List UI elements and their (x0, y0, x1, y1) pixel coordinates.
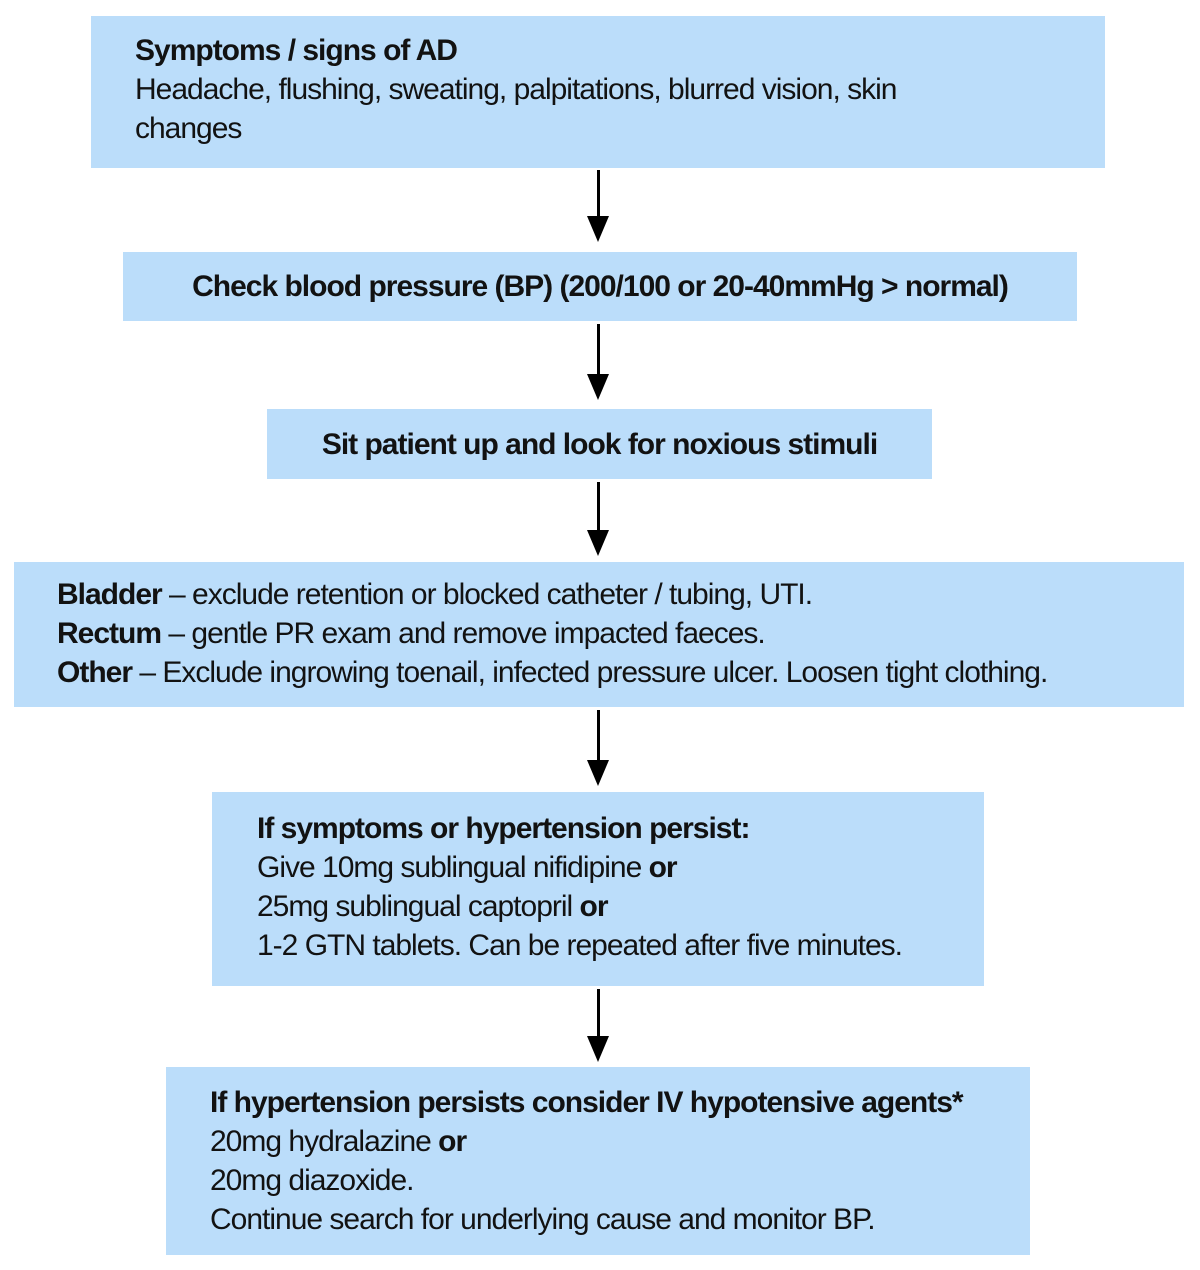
line-regular-text: – Exclude ingrowing toenail, infected pr… (132, 656, 1048, 689)
flow-box-check-bp: Check blood pressure (BP) (200/100 or 20… (123, 252, 1077, 321)
arrow-head (587, 530, 609, 556)
line-regular-text: – exclude retention or blocked catheter … (161, 578, 813, 611)
line-bold-text: or (438, 1125, 467, 1158)
arrow-head (587, 216, 609, 242)
line-bold-text: Rectum (57, 617, 162, 650)
box-line: If symptoms or hypertension persist: (257, 809, 974, 848)
flow-box-symptoms-signs: Symptoms / signs of AD Headache, flushin… (91, 16, 1105, 168)
box-line: 25mg sublingual captopril or (257, 887, 974, 926)
down-arrow (586, 710, 610, 786)
box-line: Sit patient up and look for noxious stim… (321, 425, 878, 464)
line-bold-text: or (579, 890, 609, 923)
box-line: Bladder – exclude retention or blocked c… (57, 575, 1174, 614)
line-bold-text: Bladder (57, 578, 163, 611)
flow-box-look-for-causes: Bladder – exclude retention or blocked c… (14, 562, 1184, 707)
line-regular-text: Give 10mg sublingual nifidipine (257, 851, 649, 884)
arrow-shaft (596, 170, 600, 216)
arrow-shaft (596, 710, 600, 760)
box-line: Give 10mg sublingual nifidipine or (257, 848, 974, 887)
box-line: 1-2 GTN tablets. Can be repeated after f… (257, 926, 974, 965)
line-bold-text: If symptoms or hypertension persist: (257, 812, 750, 845)
line-regular-text: 20mg hydralazine (210, 1125, 439, 1158)
box-line: 20mg diazoxide. (210, 1161, 1020, 1200)
line-regular-text: 20mg diazoxide. (210, 1164, 414, 1197)
flow-box-sit-patient-up: Sit patient up and look for noxious stim… (267, 409, 932, 479)
line-bold-text: If hypertension persists consider IV hyp… (210, 1086, 964, 1119)
down-arrow (586, 170, 610, 242)
line-regular-text: 25mg sublingual captopril (257, 890, 580, 923)
box-line: Check blood pressure (BP) (200/100 or 20… (192, 267, 1009, 306)
line-regular-text: Headache, flushing, sweating, palpitatio… (135, 73, 897, 145)
arrow-head (587, 374, 609, 400)
down-arrow (586, 482, 610, 556)
box-line: Rectum – gentle PR exam and remove impac… (57, 614, 1174, 653)
line-bold-text: Symptoms / signs of AD (135, 34, 458, 67)
line-regular-text: Continue search for underlying cause and… (210, 1203, 876, 1236)
box-line: 20mg hydralazine or (210, 1122, 1020, 1161)
box-line: If hypertension persists consider IV hyp… (210, 1083, 1020, 1122)
arrow-shaft (596, 989, 600, 1036)
flow-box-if-symptoms-persist: If symptoms or hypertension persist: Giv… (212, 792, 984, 986)
arrow-head (587, 760, 609, 786)
line-regular-text: 1-2 GTN tablets. Can be repeated after f… (257, 929, 903, 962)
box-line: Continue search for underlying cause and… (210, 1200, 1020, 1239)
line-bold-text: Other (57, 656, 133, 689)
line-bold-text: Sit patient up and look for noxious stim… (321, 427, 878, 461)
flow-box-if-hypertension-persists: If hypertension persists consider IV hyp… (166, 1067, 1030, 1255)
down-arrow (586, 989, 610, 1062)
box-line: Symptoms / signs of AD (135, 31, 1075, 70)
line-regular-text: – gentle PR exam and remove impacted fae… (161, 617, 765, 650)
line-bold-text: Check blood pressure (BP) (200/100 or 20… (192, 270, 1009, 303)
arrow-head (587, 1036, 609, 1062)
arrow-shaft (596, 324, 600, 374)
box-line: Headache, flushing, sweating, palpitatio… (135, 70, 935, 148)
line-bold-text: or (648, 851, 678, 884)
box-line: Other – Exclude ingrowing toenail, infec… (57, 653, 1174, 692)
down-arrow (586, 324, 610, 400)
arrow-shaft (596, 482, 600, 530)
